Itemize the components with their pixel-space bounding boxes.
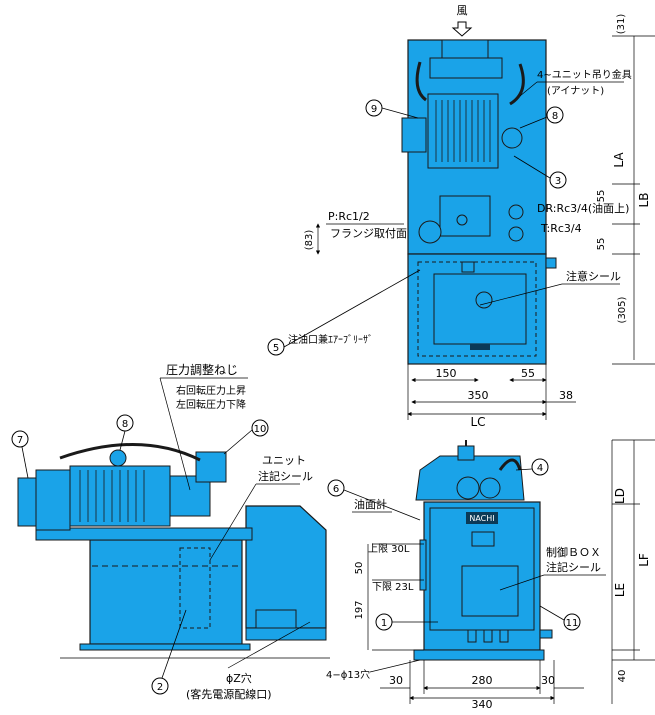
dim-38: 38 xyxy=(559,389,573,402)
dim-LA: LA xyxy=(612,152,626,168)
callout-3: 3 xyxy=(513,155,567,189)
svg-text:10: 10 xyxy=(254,424,267,435)
svg-text:6: 6 xyxy=(333,484,339,495)
dim-30-a: 30 xyxy=(389,674,403,687)
callout-5: 5 xyxy=(267,269,421,356)
breather-label: 注油口兼ｴｱｰﾌﾞﾘｰｻﾞ xyxy=(288,333,373,346)
unit-note-label-2: 注記シール xyxy=(258,469,313,483)
dim-40: 40 xyxy=(617,670,628,683)
brand-text: NACHI xyxy=(469,514,494,523)
wind-label: 風 xyxy=(457,4,468,17)
svg-text:8: 8 xyxy=(552,111,558,122)
dr-port-label: DR:Rc3/4(油面上) xyxy=(537,201,629,215)
callout-1: 1 xyxy=(375,613,438,631)
pressure-adjust-label: 圧力調整ねじ xyxy=(166,362,238,377)
caution-seal-label: 注意シール xyxy=(566,269,621,283)
callout-2: 2 xyxy=(151,609,187,695)
front-view-gauge xyxy=(456,476,480,500)
oil-gauge-label: 油面計 xyxy=(354,497,387,511)
dim-83: (83) xyxy=(304,230,315,251)
brand-plate xyxy=(466,512,498,524)
customer-wiring-label: (客先電源配線口) xyxy=(186,687,272,701)
callout-7: 7 xyxy=(11,430,29,479)
dim-280: 280 xyxy=(472,674,493,687)
dim-340: 340 xyxy=(472,698,493,711)
holes-label: 4−ϕ13穴 xyxy=(326,668,370,681)
side-view-tank xyxy=(89,539,243,645)
side-view: 7 8 10 2 圧力調整ねじ 右回転圧力上昇 左回転圧力下降 ユニット 注記シ… xyxy=(11,362,330,701)
callout-9: 9 xyxy=(365,99,419,119)
svg-text:2: 2 xyxy=(157,682,163,693)
t-port-label: T:Rc3/4 xyxy=(540,222,582,235)
dim-LD: LD xyxy=(613,488,627,504)
svg-text:9: 9 xyxy=(371,104,377,115)
lifting-fitting-label: 4~ユニット吊り金具 xyxy=(537,68,632,81)
p-port-label: P:Rc1/2 xyxy=(328,210,370,223)
eye-nut-label: (アイナット) xyxy=(547,85,604,97)
svg-text:7: 7 xyxy=(17,435,23,446)
dim-55-c: 55 xyxy=(521,367,535,380)
cw-rise-label: 右回転圧力上昇 xyxy=(176,384,246,397)
callout-10: 10 xyxy=(223,419,269,455)
svg-text:11: 11 xyxy=(566,618,579,629)
callout-4: 4 xyxy=(515,458,549,476)
unit-note-label-1: ユニット xyxy=(262,454,306,467)
motor xyxy=(427,93,499,169)
side-view-relief-valve xyxy=(195,451,227,483)
dim-350: 350 xyxy=(468,389,489,402)
p-port-flange xyxy=(418,220,442,244)
callout-8-side: 8 xyxy=(116,414,134,451)
control-box-label-2: 注記シール xyxy=(546,560,601,574)
dim-LF: LF xyxy=(637,553,651,567)
control-box-label-1: 制御ＢＯＸ xyxy=(546,545,601,559)
dim-50: 50 xyxy=(354,562,365,575)
dim-305: (305) xyxy=(617,296,628,323)
dim-197: 197 xyxy=(354,600,365,619)
svg-text:1: 1 xyxy=(381,618,387,629)
callout-8-top: 8 xyxy=(519,106,564,129)
flange-face-label: フランジ取付面 xyxy=(330,227,407,240)
svg-text:8: 8 xyxy=(122,419,128,430)
dim-150: 150 xyxy=(436,367,457,380)
upper-limit-label: 上限 30L xyxy=(368,543,410,555)
ccw-fall-label: 左回転圧力下降 xyxy=(176,398,246,411)
dim-55-a: 55 xyxy=(596,190,607,203)
wind-arrow-icon xyxy=(451,21,473,37)
front-view: NACHI 6 4 1 11 xyxy=(326,439,655,711)
phi-z-hole-label: ϕZ穴 xyxy=(226,671,252,685)
dim-LE: LE xyxy=(613,583,627,597)
dim-LB: LB xyxy=(637,193,651,208)
lower-limit-label: 下限 23L xyxy=(372,581,414,593)
dim-LC: LC xyxy=(470,415,485,429)
dim-31: (31) xyxy=(616,14,627,35)
svg-text:4: 4 xyxy=(537,463,543,474)
dim-55-b: 55 xyxy=(596,238,607,251)
callout-6: 6 xyxy=(327,479,421,521)
svg-text:5: 5 xyxy=(273,343,279,354)
top-view: 9 8 3 5 風 (31) 4~ユニット吊り金具 (アイナット) LA LB … xyxy=(267,4,655,429)
side-view-control-box xyxy=(245,505,327,629)
oil-level-gauge xyxy=(419,539,427,591)
callout-11: 11 xyxy=(539,605,581,631)
dim-30-b: 30 xyxy=(541,674,555,687)
svg-text:3: 3 xyxy=(555,176,561,187)
